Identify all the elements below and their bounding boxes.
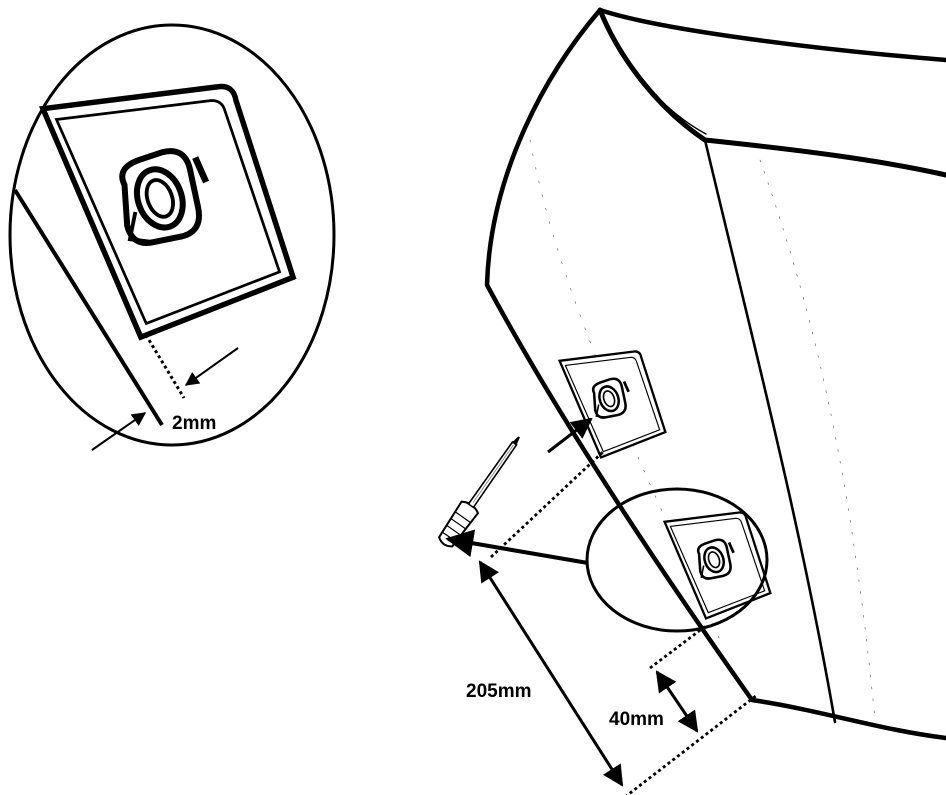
detail-arrow-right xyxy=(184,347,239,386)
bracket-upper xyxy=(558,350,667,459)
body-rim-inner xyxy=(605,23,707,135)
body-hatch-right xyxy=(759,159,876,721)
magnifier-small-circle xyxy=(585,487,769,633)
length-long-label: 205mm xyxy=(466,681,532,702)
dimension-205mm-arrow xyxy=(478,560,624,787)
arrow-to-upper-bracket xyxy=(547,417,593,454)
bracket-lower xyxy=(663,511,772,620)
detail-wall-line xyxy=(13,188,164,427)
detail-gap-dotted xyxy=(144,334,186,399)
detail-arrow-left xyxy=(91,412,147,451)
dimension-40mm-arrow xyxy=(655,670,699,733)
device-body xyxy=(484,7,946,741)
dimension-40mm xyxy=(649,623,708,733)
screwdriver-icon xyxy=(438,436,520,548)
body-center-line xyxy=(703,138,837,724)
body-top-rim xyxy=(597,7,946,178)
dimension-205mm xyxy=(478,449,758,795)
arrow-to-screwdriver xyxy=(445,529,589,565)
length-short-label: 40mm xyxy=(609,709,664,730)
body-outer-edge xyxy=(484,7,946,741)
gap-label: 2mm xyxy=(172,413,217,434)
screwdriver-tip xyxy=(512,436,520,445)
detail-callout xyxy=(8,23,336,451)
